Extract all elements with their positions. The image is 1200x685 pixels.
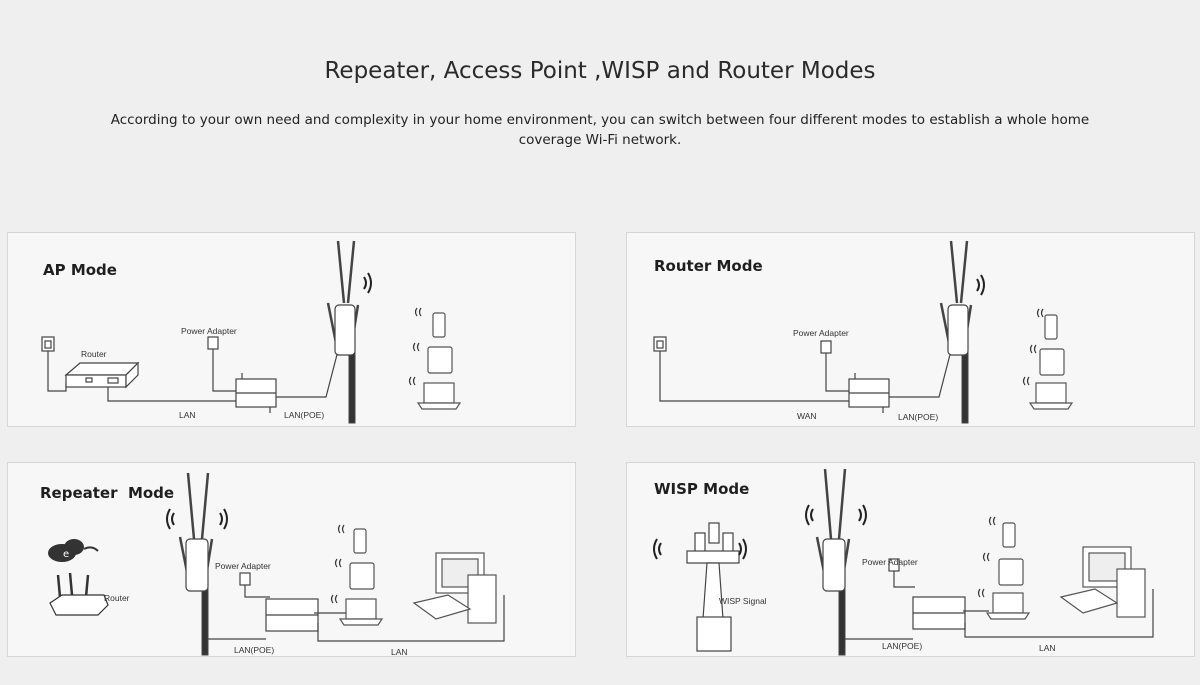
laptop-icon [416, 382, 462, 410]
power-plug-icon [239, 572, 251, 586]
router-label: Router [104, 593, 130, 603]
wisp-mode-panel: WISP Mode WISP Signal Power Adapter LAN(… [626, 462, 1195, 657]
ap-mode-panel: AP Mode Router Power Adapter LAN LAN(POE… [7, 232, 576, 427]
power-adapter-label: Power Adapter [215, 561, 271, 571]
wifi-icon [805, 504, 867, 526]
lan-poe-label: LAN(POE) [284, 410, 325, 420]
wisp-signal-label: WISP Signal [719, 596, 767, 606]
wifi-icon [653, 538, 747, 560]
phone-icon [1044, 314, 1058, 340]
phone-icon [1002, 522, 1016, 548]
page-title: Repeater, Access Point ,WISP and Router … [324, 58, 876, 84]
laptop-icon [338, 598, 384, 626]
tablet-icon [1039, 348, 1065, 376]
antenna-ap-icon [326, 240, 360, 424]
power-adapter-label: Power Adapter [793, 328, 849, 338]
cell-tower-icon [686, 522, 740, 652]
wisp-mode-title: WISP Mode [654, 480, 750, 498]
wifi-icon [166, 508, 228, 530]
router-icon [49, 572, 109, 616]
wifi-icon [976, 274, 985, 296]
wifi-icon [363, 272, 372, 294]
tablet-icon [427, 346, 453, 374]
ap-mode-diagram [41, 240, 462, 424]
laptop-icon [985, 592, 1031, 620]
power-adapter-label: Power Adapter [862, 557, 918, 567]
wall-socket-icon [653, 336, 667, 352]
router-mode-diagram [653, 240, 1074, 424]
lan-label: LAN [391, 647, 408, 657]
laptop-icon [1028, 382, 1074, 410]
phone-icon [353, 528, 367, 554]
wisp-mode-diagram [653, 468, 1154, 656]
lan-poe-label: LAN(POE) [898, 412, 939, 422]
power-plug-icon [207, 336, 219, 350]
antenna-ap-icon [815, 468, 851, 656]
lan-poe-label: LAN(POE) [882, 641, 923, 651]
poe-injector-icon [848, 373, 890, 413]
poe-injector-icon [265, 598, 319, 632]
power-adapter-label: Power Adapter [181, 326, 237, 336]
poe-injector-icon [235, 373, 277, 413]
antenna-ap-icon [939, 240, 973, 424]
router-label: Router [81, 349, 107, 359]
lan-label: LAN [1039, 643, 1056, 653]
wan-label: WAN [797, 411, 817, 421]
phone-icon [432, 312, 446, 338]
lan-poe-label: LAN(POE) [234, 645, 275, 655]
repeater-mode-title: Repeater Mode [40, 484, 175, 502]
power-plug-icon [820, 340, 832, 354]
desktop-icon [412, 552, 497, 624]
router-mode-panel: Router Mode Power Adapter WAN LAN(POE) [626, 232, 1195, 427]
svg-text:e: e [63, 549, 69, 560]
tablet-icon [998, 558, 1024, 586]
antenna-ap-icon [178, 472, 214, 656]
tablet-icon [349, 562, 375, 590]
router-icon [64, 361, 140, 389]
lan-label: LAN [179, 410, 196, 420]
wall-socket-icon [41, 336, 55, 352]
page-subtitle: According to your own need and complexit… [110, 112, 1090, 148]
repeater-mode-diagram: e [48, 472, 505, 656]
router-mode-title: Router Mode [654, 257, 763, 275]
ap-mode-title: AP Mode [43, 261, 117, 279]
desktop-icon [1059, 546, 1146, 618]
poe-injector-icon [912, 596, 966, 630]
internet-cloud-icon: e [48, 539, 99, 562]
repeater-mode-panel: e [7, 462, 576, 657]
